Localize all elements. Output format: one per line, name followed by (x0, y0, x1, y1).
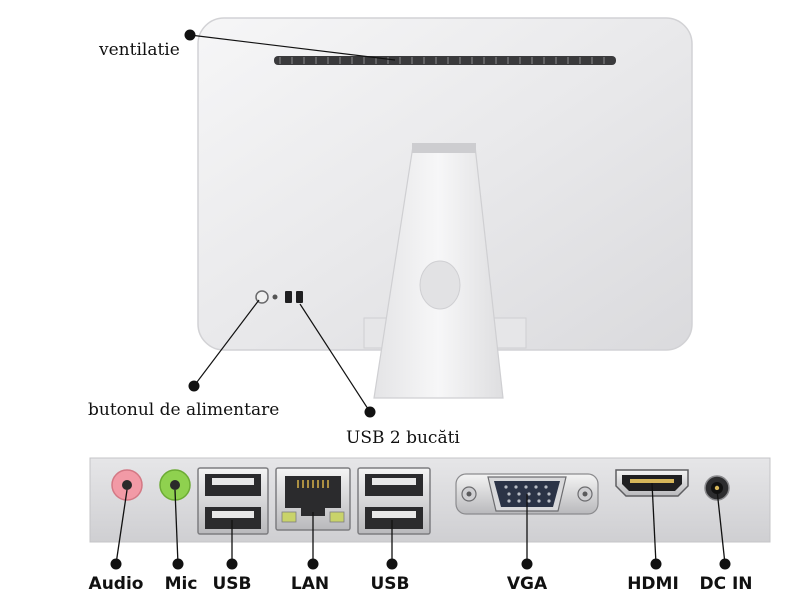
port-label-usb-right: USB (370, 574, 410, 594)
top-leader-lines (184, 29, 396, 418)
monitor-stand (363, 143, 527, 399)
dot-usb-right (386, 558, 398, 570)
port-label-vga: VGA (506, 574, 548, 594)
leader-mic (174, 489, 179, 565)
port-label-hdmi: HDMI (627, 574, 679, 594)
rear-usb-port-1 (285, 291, 292, 303)
port-label-usb-left: USB (212, 574, 252, 594)
port-label-lan: LAN (290, 574, 330, 594)
port-label-audio: Audio (88, 574, 144, 594)
label-ventilation: ventilatie (99, 40, 180, 60)
label-usb-two: USB 2 bucăti (346, 428, 460, 448)
dot-hdmi (650, 558, 662, 570)
rear-side-ports (255, 290, 303, 304)
leader-hdmi (651, 482, 657, 565)
leader-power (193, 299, 260, 387)
usb-port-stack-left (197, 467, 269, 535)
ventilation-grille (274, 56, 616, 65)
leader-usb2 (299, 303, 371, 413)
leader-audio (115, 489, 128, 565)
port-label-mic: Mic (164, 574, 198, 594)
label-power-button: butonul de alimentare (88, 400, 280, 420)
stand-cable-hole (419, 260, 461, 310)
dot-usb2 (364, 406, 376, 418)
audio-jack (111, 469, 143, 501)
dot-lan (307, 558, 319, 570)
dot-ventilation (184, 29, 196, 41)
lan-port (275, 467, 351, 531)
dot-power (188, 380, 200, 392)
dot-usb-left (226, 558, 238, 570)
port-panel (89, 457, 771, 543)
dot-dcin (719, 558, 731, 570)
rear-usb-port-2 (296, 291, 303, 303)
leader-ventilation (189, 34, 396, 61)
dot-mic (172, 558, 184, 570)
port-label-dcin: DC IN (699, 574, 753, 594)
dot-audio (110, 558, 122, 570)
power-led (272, 294, 278, 300)
leader-dcin (716, 489, 726, 565)
dc-in-jack (704, 475, 730, 501)
usb-port-stack-right (357, 467, 431, 535)
dot-vga (521, 558, 533, 570)
port-leader-lines (110, 482, 731, 570)
